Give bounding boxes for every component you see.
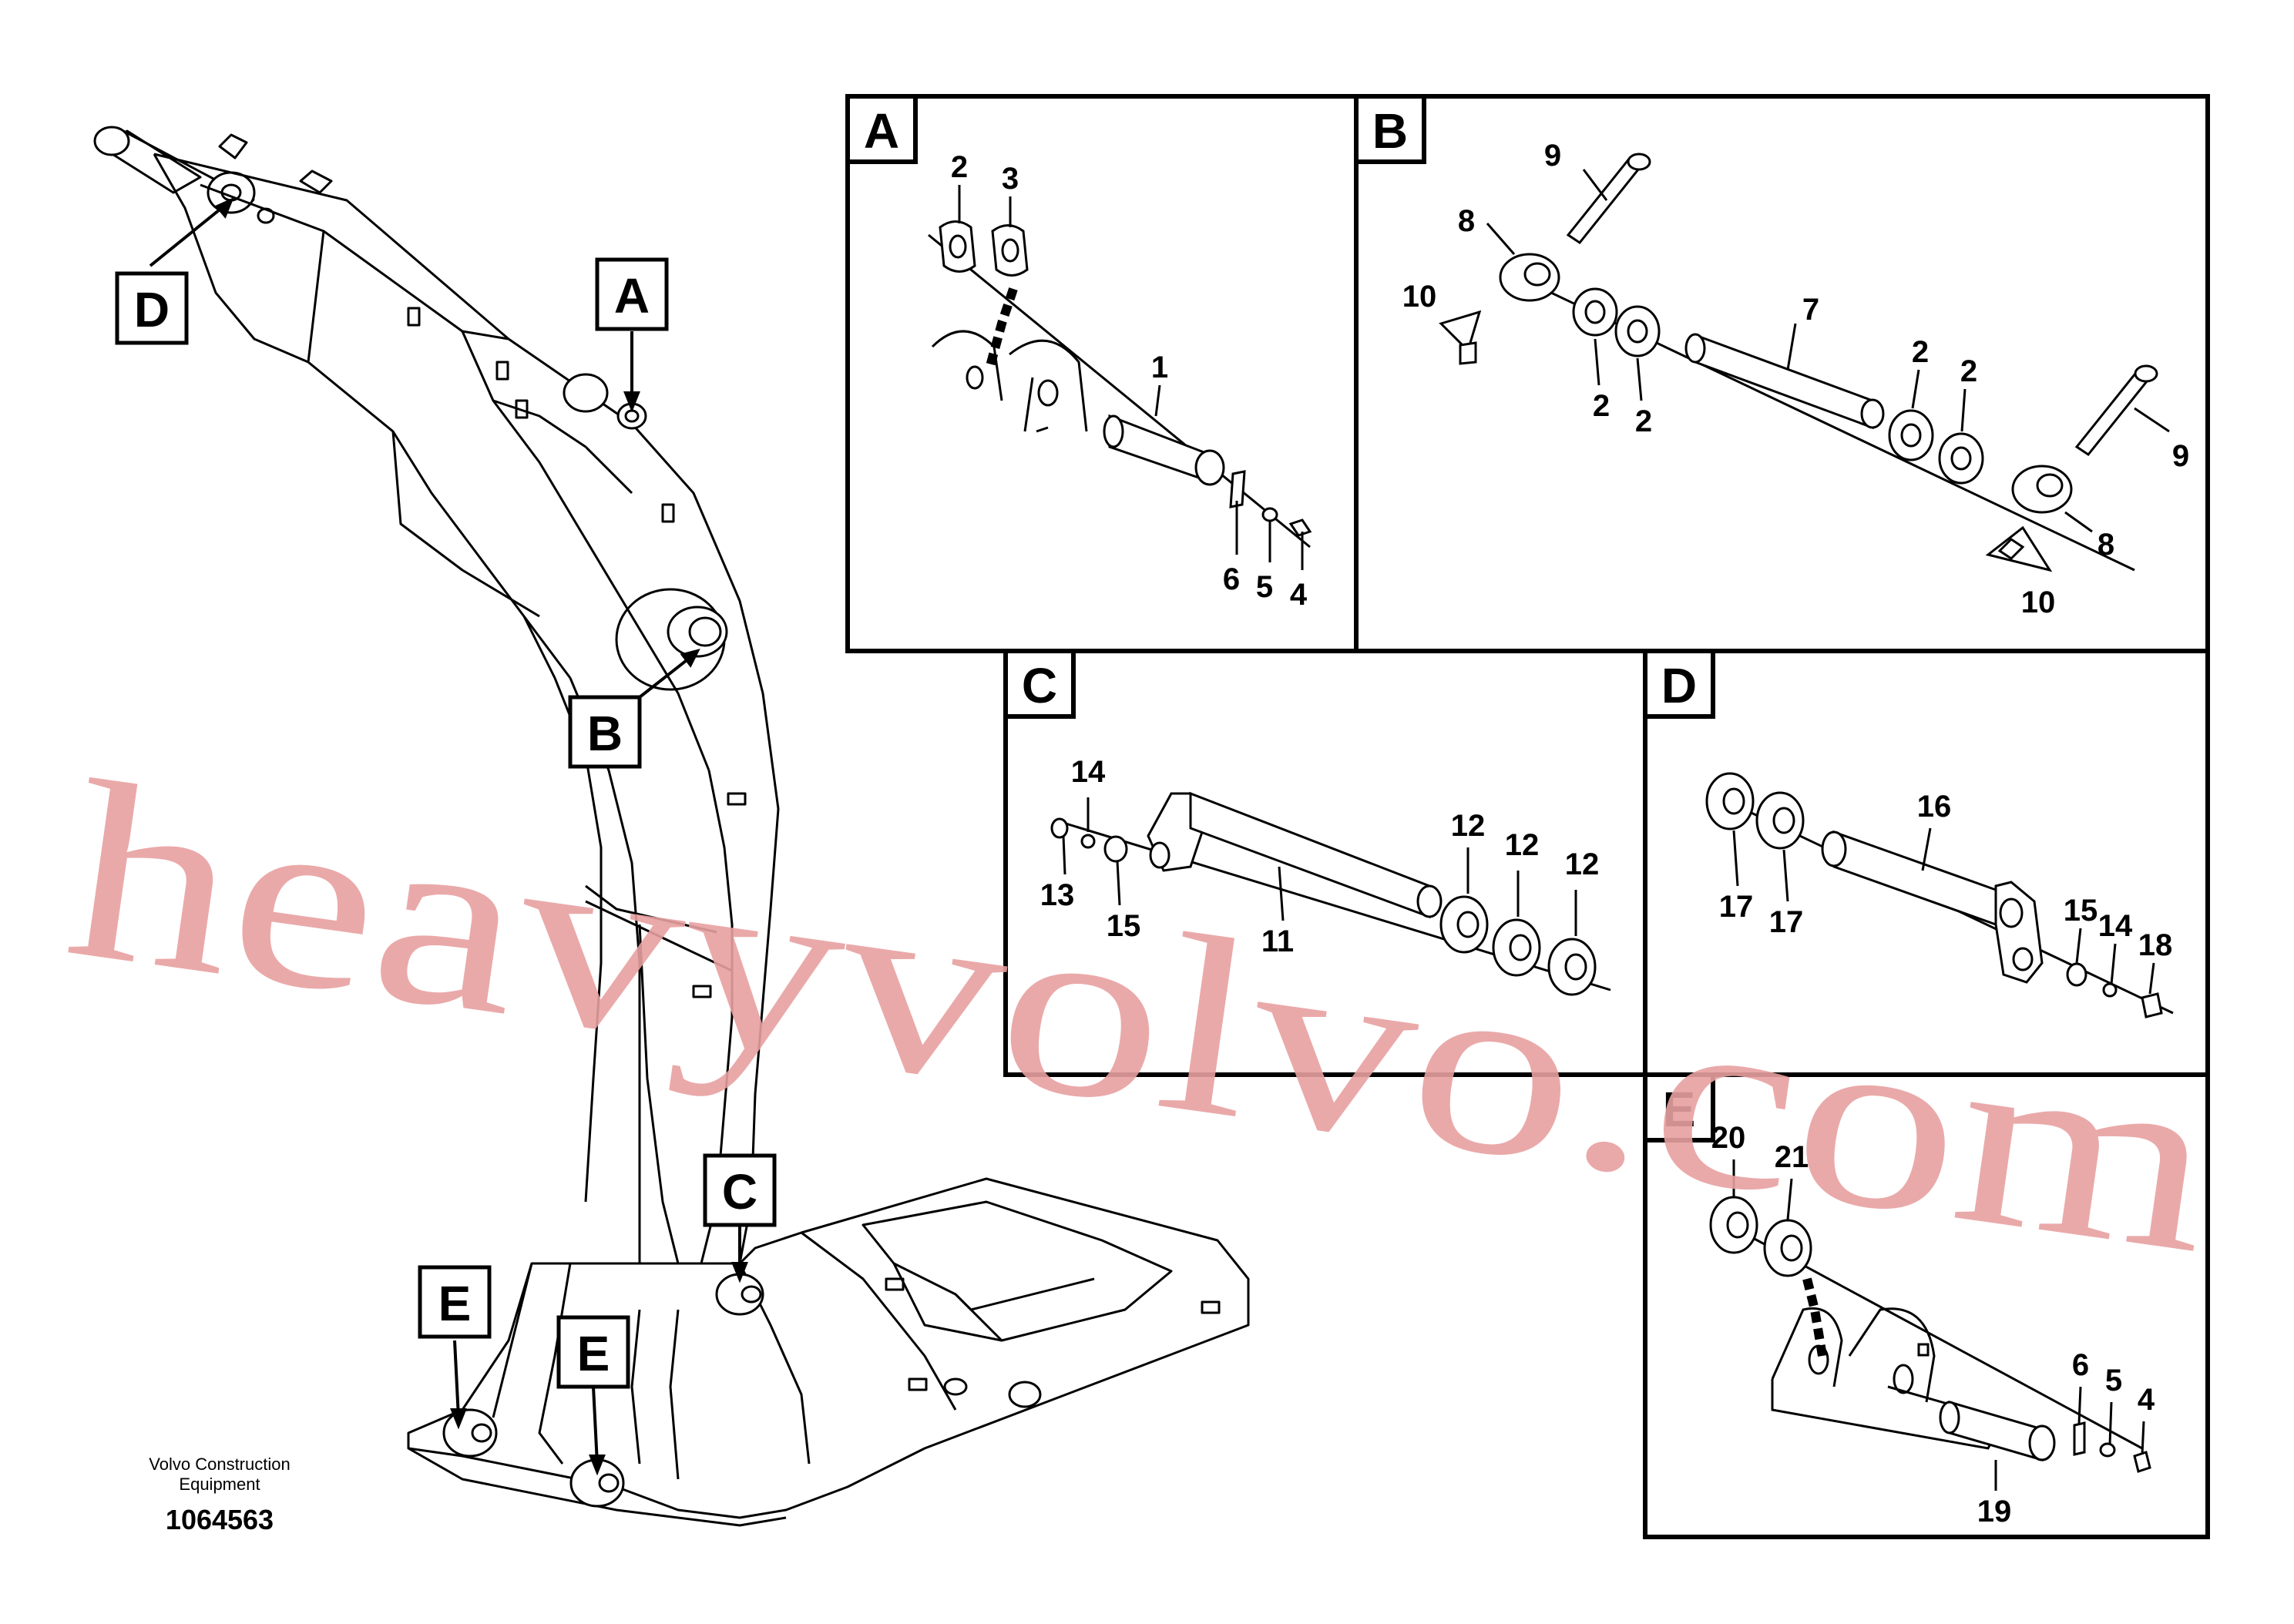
drawing-number: 1064563 <box>166 1504 274 1535</box>
panel-D-label: D <box>1643 649 1715 719</box>
panel-C-drawing <box>1050 791 1611 996</box>
part-number: 8 <box>2098 528 2114 562</box>
part-number: 5 <box>2105 1364 2122 1398</box>
part-number: 12 <box>1451 809 1486 843</box>
part-number: 10 <box>1402 280 1437 314</box>
part-number: 15 <box>1107 909 1141 943</box>
panel-C-label: C <box>1003 649 1076 719</box>
part-number: 7 <box>1802 293 1819 327</box>
part-number: 15 <box>2064 894 2098 928</box>
part-number: 13 <box>1040 878 1075 912</box>
svg-text:B: B <box>1372 103 1408 159</box>
part-number: 19 <box>1977 1495 2012 1528</box>
svg-text:C: C <box>1022 658 1057 713</box>
panel-C-part-numbers: 14 13 15 11 12 12 12 <box>1040 755 1600 958</box>
company-name-line2: Equipment <box>179 1475 260 1494</box>
callout-label: A <box>614 268 650 324</box>
part-number: 3 <box>1002 162 1019 196</box>
panel-A-part-numbers: 2 3 1 6 5 4 <box>951 150 1308 612</box>
part-number: 8 <box>1458 204 1475 238</box>
company-name-line1: Volvo Construction <box>149 1455 290 1474</box>
main-callout-E-right: E <box>556 1315 630 1389</box>
part-number: 12 <box>1505 828 1540 862</box>
part-number: 17 <box>1769 905 1804 939</box>
part-number: 9 <box>1544 139 1561 173</box>
part-number: 21 <box>1775 1140 1809 1174</box>
callout-label: E <box>438 1276 472 1331</box>
part-number: 18 <box>2138 928 2173 962</box>
panel-A-frame <box>845 94 1359 653</box>
part-number: 9 <box>2172 439 2189 473</box>
svg-text:E: E <box>1663 1082 1696 1137</box>
part-number: 4 <box>1290 578 1308 612</box>
panel-B-label: B <box>1354 94 1426 164</box>
part-number: 2 <box>1593 389 1610 423</box>
part-number: 16 <box>1917 790 1952 824</box>
main-callout-D: D <box>115 271 189 345</box>
part-number: 2 <box>951 150 968 184</box>
svg-text:D: D <box>1661 658 1697 713</box>
part-number: 6 <box>2072 1348 2089 1382</box>
panel-B-drawing <box>1439 153 2170 572</box>
part-number: 2 <box>1960 354 1977 388</box>
panel-E-part-numbers: 20 21 6 5 4 19 <box>1711 1121 2155 1528</box>
part-number: 6 <box>1223 562 1240 596</box>
callout-label: C <box>722 1164 757 1220</box>
panel-E-drawing <box>1709 1159 2151 1491</box>
main-callout-C: C <box>703 1153 777 1227</box>
part-number: 1 <box>1151 351 1168 384</box>
part-number: 17 <box>1719 890 1754 924</box>
panel-E-label: E <box>1643 1072 1715 1143</box>
panel-D-drawing <box>1705 772 2174 1018</box>
main-callout-E-left: E <box>418 1265 492 1339</box>
part-number: 20 <box>1711 1121 1746 1155</box>
panel-D-part-numbers: 16 17 17 15 14 18 <box>1719 790 2173 962</box>
panel-A-drawing <box>928 185 1312 570</box>
svg-text:A: A <box>864 103 899 159</box>
part-number: 10 <box>2021 586 2056 619</box>
panel-B-part-numbers: 9 8 10 2 2 7 2 2 9 8 10 <box>1402 139 2189 619</box>
callout-leaders <box>149 197 748 1476</box>
main-callout-A: A <box>595 257 669 331</box>
part-number: 2 <box>1635 404 1652 438</box>
part-number: 11 <box>1261 924 1294 958</box>
panel-E-frame <box>1643 1072 2210 1539</box>
callout-label: D <box>134 282 170 337</box>
part-number: 12 <box>1565 847 1600 881</box>
callout-label: B <box>587 706 623 761</box>
panel-A-label: A <box>845 94 918 164</box>
part-number: 4 <box>2138 1383 2155 1417</box>
boom-illustration <box>93 126 1250 1527</box>
callout-label: E <box>577 1326 610 1381</box>
part-number: 14 <box>2098 909 2133 943</box>
part-number: 14 <box>1071 755 1106 789</box>
part-number: 2 <box>1912 335 1929 369</box>
part-number: 5 <box>1256 570 1273 604</box>
main-callout-B: B <box>568 695 642 769</box>
